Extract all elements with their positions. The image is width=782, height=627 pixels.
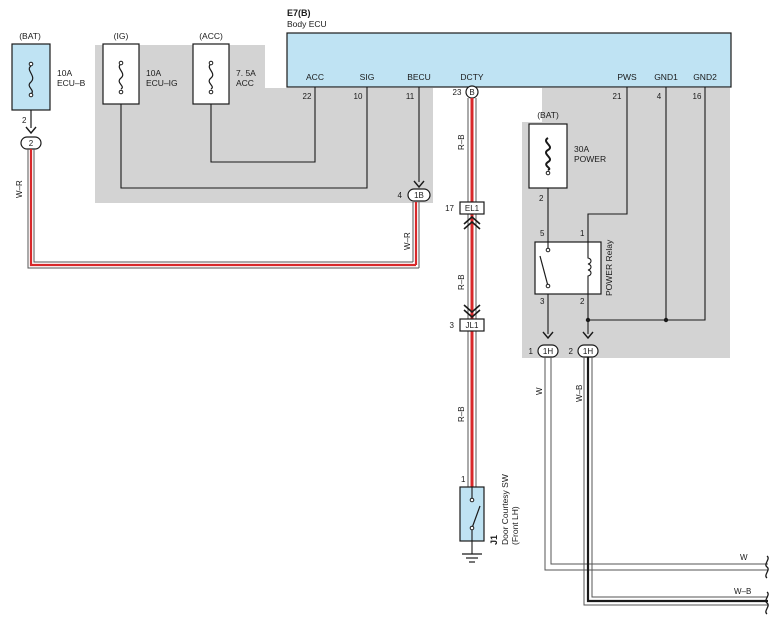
break-mark-w-icon bbox=[765, 555, 769, 579]
relay-pin-1: 1 bbox=[580, 229, 585, 238]
body-ecu-box bbox=[286, 32, 732, 88]
relay-pin-2: 2 bbox=[580, 297, 585, 306]
pin-gnd2: 16 bbox=[693, 92, 702, 101]
connector-2-label: 2 bbox=[29, 139, 34, 148]
wire-rb-1: R–B bbox=[457, 134, 466, 150]
connector-1h-2-pin: 2 bbox=[569, 347, 574, 356]
fuse-ecub-pin: 2 bbox=[22, 116, 27, 125]
wire-rb-3: R–B bbox=[457, 406, 466, 422]
wire-rb-2: R–B bbox=[457, 274, 466, 290]
fuse-acc-box bbox=[192, 43, 230, 105]
fuse-acc-icon bbox=[208, 63, 214, 90]
fuse-power-icon bbox=[545, 137, 551, 171]
connector-1h-1 bbox=[537, 344, 559, 358]
relay-name: POWER Relay bbox=[604, 239, 614, 296]
wire-w bbox=[544, 357, 768, 571]
ground-icon bbox=[462, 553, 482, 563]
switch-sub: (Front LH) bbox=[510, 506, 520, 545]
junction-shade bbox=[265, 88, 433, 203]
wire-wb bbox=[583, 357, 768, 606]
term-acc: ACC bbox=[306, 72, 324, 82]
fuse-ecuig-icon bbox=[118, 63, 124, 90]
pin-acc: 22 bbox=[303, 92, 312, 101]
term-dcty: DCTY bbox=[460, 72, 483, 82]
wire-rb-main bbox=[467, 98, 477, 496]
wire-wb-label-1: W–B bbox=[575, 385, 584, 402]
wire-wr-right: W–R bbox=[403, 232, 412, 250]
pin-pws: 21 bbox=[613, 92, 622, 101]
term-pws: PWS bbox=[617, 72, 637, 82]
pin-sig: 10 bbox=[354, 92, 363, 101]
connector-jl1-pin: 3 bbox=[450, 321, 455, 330]
term-sig: SIG bbox=[360, 72, 375, 82]
fuse-acc-source: (ACC) bbox=[199, 31, 223, 41]
relay-coil-icon bbox=[587, 242, 592, 294]
relay-pin-5: 5 bbox=[540, 229, 545, 238]
connector-el1-label: EL1 bbox=[465, 204, 480, 213]
switch-code: J1 bbox=[489, 535, 499, 545]
connector-jl1 bbox=[459, 318, 485, 332]
ecu-name: Body ECU bbox=[287, 19, 327, 29]
connector-el1-pin: 17 bbox=[445, 204, 454, 213]
term-gnd2: GND2 bbox=[693, 72, 717, 82]
pin-dcty: 23 bbox=[453, 88, 462, 97]
term-gnd1: GND1 bbox=[654, 72, 678, 82]
relay-pin-3: 3 bbox=[540, 297, 545, 306]
pin-becu: 11 bbox=[406, 92, 415, 101]
fuse-acc-rating: 7. 5A bbox=[236, 68, 256, 78]
connector-1h-1-label: 1H bbox=[543, 347, 553, 356]
fuse-ecuig-name: ECU–IG bbox=[146, 78, 178, 88]
fuse-power-name: POWER bbox=[574, 154, 606, 164]
fuse-acc-name: ACC bbox=[236, 78, 254, 88]
ecu-code: E7(B) bbox=[287, 8, 311, 18]
term-becu: BECU bbox=[407, 72, 431, 82]
fuse-power-rating: 30A bbox=[574, 144, 589, 154]
fuse-power-source: (BAT) bbox=[537, 110, 559, 120]
fuse-ecub-name: ECU–B bbox=[57, 78, 86, 88]
switch-contact-icon bbox=[471, 505, 481, 529]
connector-1b bbox=[407, 188, 431, 202]
wire-w-label-2: W bbox=[740, 553, 748, 562]
connector-el1 bbox=[459, 201, 485, 215]
fuse-ecub-box bbox=[11, 43, 51, 111]
connector-jl1-label: JL1 bbox=[466, 321, 479, 330]
switch-pin: 1 bbox=[461, 475, 466, 484]
fuse-ecub-source: (BAT) bbox=[19, 31, 41, 41]
fuse-ecuig-box bbox=[102, 43, 140, 105]
dcty-badge-label: B bbox=[469, 88, 474, 97]
fuse-ecub-rating: 10A bbox=[57, 68, 72, 78]
connector-1h-1-pin: 1 bbox=[529, 347, 534, 356]
break-mark-wb-icon bbox=[765, 591, 769, 615]
switch-name: Door Courtesy SW bbox=[500, 474, 510, 545]
wire-wr-left: W–R bbox=[15, 180, 24, 198]
wire-w-label-1: W bbox=[535, 387, 544, 395]
wire-wb-label-2: W–B bbox=[734, 587, 751, 596]
relay-contact-icon bbox=[539, 255, 549, 287]
jl1-arrow-icon bbox=[463, 304, 481, 319]
fuse-ecuig-rating: 10A bbox=[146, 68, 161, 78]
connector-1h-2-label: 1H bbox=[583, 347, 593, 356]
pin-gnd1: 4 bbox=[657, 92, 662, 101]
fuse-ecuig-source: (IG) bbox=[114, 31, 129, 41]
fuse-ecub-icon bbox=[28, 65, 34, 95]
connector-1b-pin: 4 bbox=[398, 191, 403, 200]
fuse-power-pin: 2 bbox=[539, 194, 544, 203]
connector-1b-label: 1B bbox=[414, 191, 424, 200]
el1-arrow-icon bbox=[463, 215, 481, 230]
